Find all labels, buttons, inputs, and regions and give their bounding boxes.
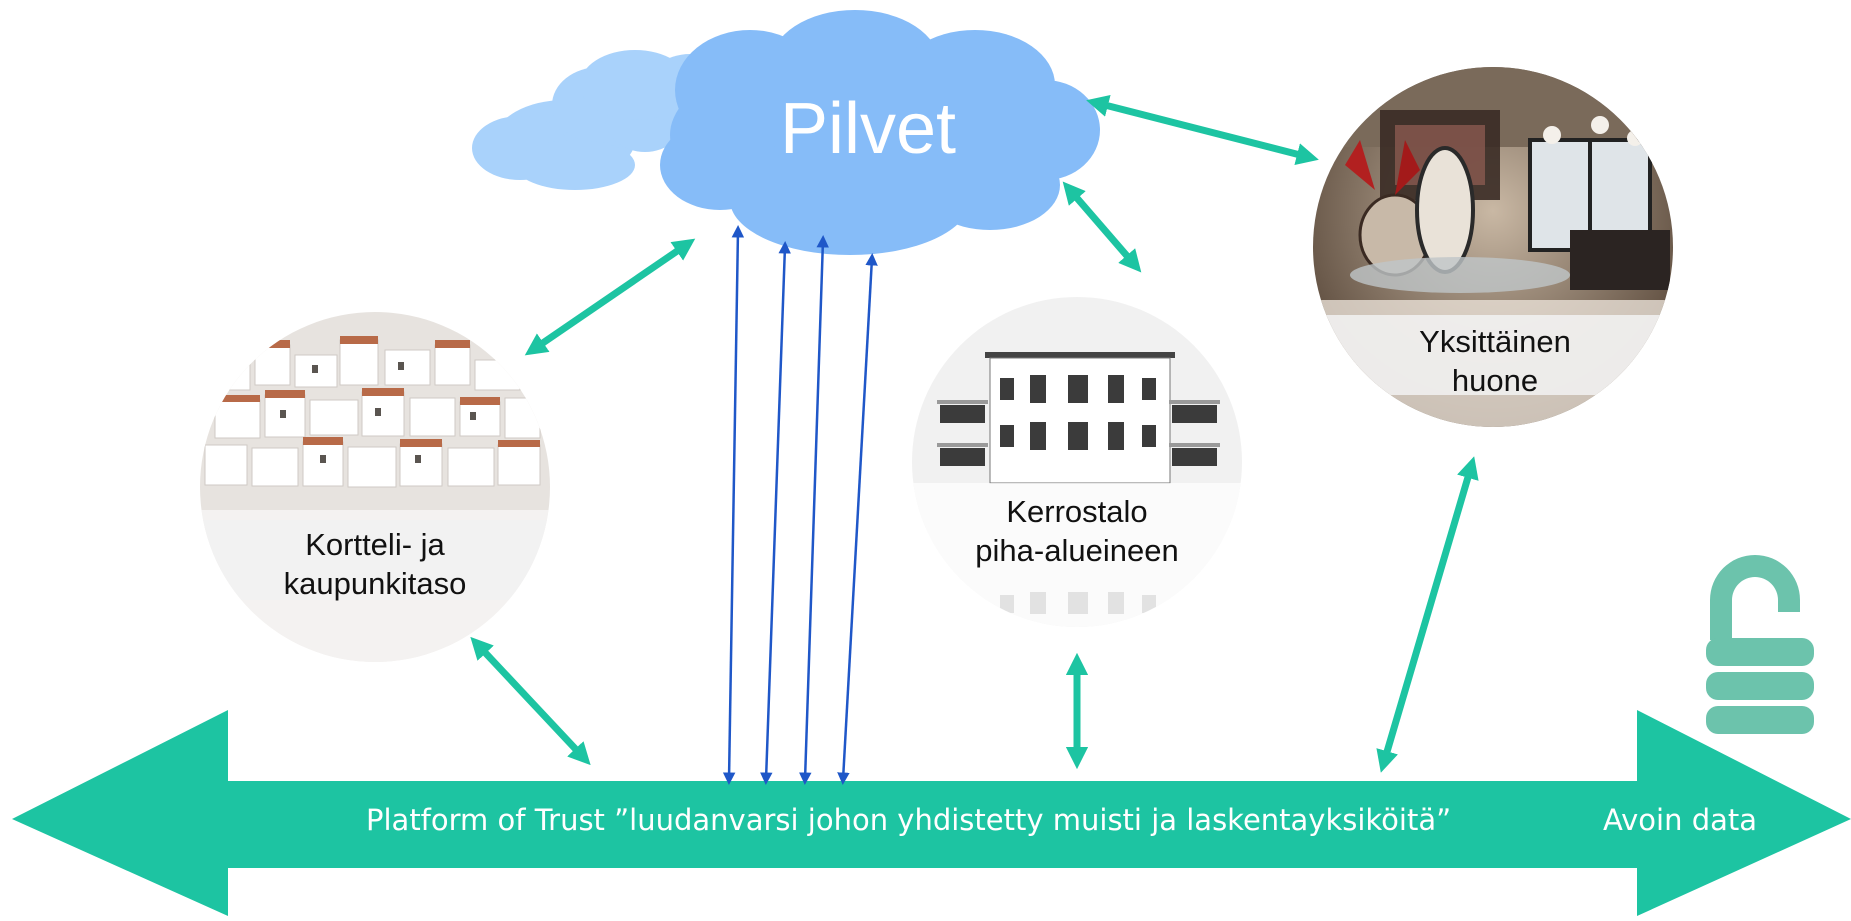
connector-block-platform xyxy=(470,636,591,766)
cloud-link-2 xyxy=(760,241,791,785)
open-data-label: Avoin data xyxy=(1603,803,1757,837)
node-building-label-line2: piha-alueineen xyxy=(975,533,1178,568)
connector-cloud-block xyxy=(524,238,696,356)
node-block-and-city-level: Kortteli- ja kaupunkitaso xyxy=(200,312,550,662)
platform-bar: Platform of Trust ”luudanvarsi johon yhd… xyxy=(12,710,1851,916)
cloud-link-3 xyxy=(799,235,829,785)
platform-arrow xyxy=(12,710,1851,916)
connectors xyxy=(470,94,1479,773)
node-single-room: Yksittäinen huone xyxy=(1313,67,1673,427)
platform-label: Platform of Trust ”luudanvarsi johon yhd… xyxy=(366,803,1451,837)
cloud-link-4 xyxy=(837,253,878,785)
node-room-label-line2: huone xyxy=(1452,363,1538,398)
cloud-platform-links xyxy=(722,225,878,785)
cloud-title: Pilvet xyxy=(780,89,956,169)
connector-cloud-building xyxy=(1062,181,1142,273)
main-cloud xyxy=(660,10,1100,255)
node-building-label-line1: Kerrostalo xyxy=(1006,494,1147,529)
connector-cloud-room xyxy=(1086,94,1319,166)
cloud-link-1 xyxy=(722,225,745,785)
connector-room-platform xyxy=(1376,456,1479,773)
node-block-label-line2: kaupunkitaso xyxy=(284,566,467,601)
node-block-label-line1: Kortteli- ja xyxy=(305,527,445,562)
cloud-cluster: Pilvet xyxy=(472,10,1100,255)
unlocked-database-icon xyxy=(1706,555,1814,734)
node-apartment-building: Kerrostalo piha-alueineen xyxy=(912,297,1242,627)
node-room-label-line1: Yksittäinen xyxy=(1419,324,1571,359)
